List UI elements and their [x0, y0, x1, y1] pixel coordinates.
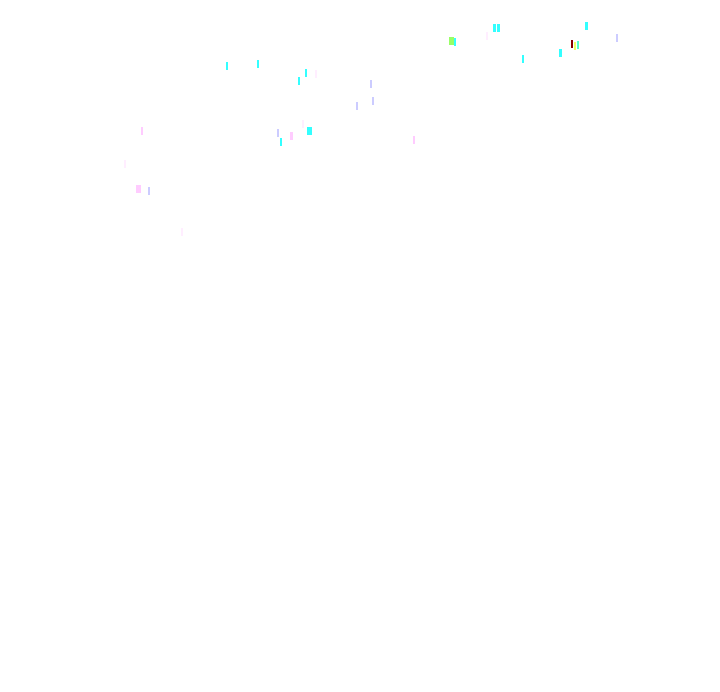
- mark: [449, 37, 454, 45]
- mark: [486, 32, 488, 40]
- mark: [372, 97, 374, 105]
- mark: [454, 38, 456, 46]
- mark: [277, 129, 279, 137]
- mark: [298, 77, 300, 85]
- mark: [413, 136, 415, 144]
- mark: [497, 24, 500, 32]
- mark: [226, 62, 228, 70]
- mark: [616, 34, 618, 42]
- mark: [141, 127, 143, 135]
- mark: [280, 138, 282, 146]
- mark: [305, 69, 307, 77]
- mark: [181, 228, 183, 236]
- mark: [307, 127, 312, 135]
- mark: [148, 187, 150, 195]
- mark: [302, 120, 304, 128]
- mark: [315, 70, 317, 78]
- mark: [136, 185, 141, 193]
- mark: [574, 42, 576, 50]
- mark: [577, 41, 579, 49]
- mark: [522, 55, 524, 63]
- mark: [124, 160, 126, 168]
- mark: [257, 60, 259, 68]
- mark: [356, 102, 358, 110]
- mark: [559, 49, 562, 57]
- mark: [571, 40, 573, 48]
- mark: [370, 80, 372, 88]
- mark: [585, 22, 588, 30]
- mark: [290, 132, 293, 140]
- mark: [493, 24, 496, 32]
